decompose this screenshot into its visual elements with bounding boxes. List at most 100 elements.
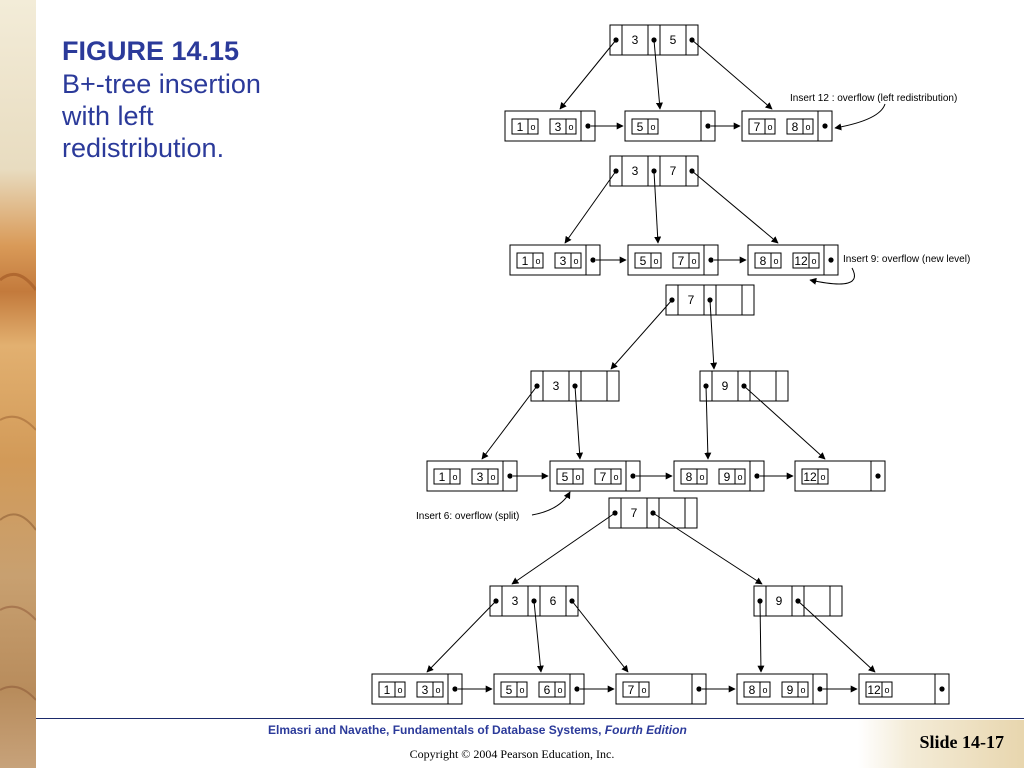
stage2-leaf-3-box — [747, 244, 839, 276]
leaf-ptr-cell — [565, 118, 577, 135]
pointer-dot — [705, 123, 711, 129]
leaf-record-pointer: o — [557, 685, 562, 695]
node-key: 7 — [670, 164, 677, 178]
node-key: 3 — [512, 594, 519, 608]
stage4-root-box — [608, 497, 698, 529]
node-key: 3 — [632, 164, 639, 178]
node-key: 5 — [670, 33, 677, 47]
stage3-internal-right-box — [699, 370, 789, 402]
leaf-record-pointer: o — [773, 256, 778, 266]
leaf-key: 7 — [600, 470, 607, 484]
leaf-key: 6 — [544, 683, 551, 697]
leaf-record-pointer: o — [490, 472, 495, 482]
leaf-record-pointer: o — [884, 685, 889, 695]
tree-pointer-arrow — [653, 170, 662, 244]
leaf-ptr-cell — [554, 681, 566, 698]
tree-pointer-arrow — [709, 299, 718, 370]
node-key: 7 — [631, 506, 638, 520]
tree-pointer-arrow — [559, 39, 617, 110]
leaf-key: 8 — [760, 254, 767, 268]
leaf-ptr-cell — [759, 681, 771, 698]
leaf-key: 8 — [686, 470, 693, 484]
leaf-record-pointer: o — [691, 256, 696, 266]
node-key: 3 — [632, 33, 639, 47]
note-insert-9-arrow — [809, 267, 855, 285]
stage3-internal-left: 3 — [530, 370, 620, 402]
stage3-internal-left-box — [530, 370, 620, 402]
leaf-key: 3 — [477, 470, 484, 484]
footer-divider — [36, 718, 1024, 719]
leaf-ptr-cell — [650, 252, 662, 269]
pointer-dot — [939, 686, 945, 692]
pointer-dot — [630, 473, 636, 479]
leaf-record-pointer: o — [530, 122, 535, 132]
leaf-ptr-cell — [696, 468, 708, 485]
stage1-root-box — [609, 24, 699, 56]
leaf-ptr-cell — [572, 468, 584, 485]
pointer-dot — [875, 473, 881, 479]
stage4-leaf-5-box — [858, 673, 950, 705]
slide-number-badge: Slide 14-17 — [858, 720, 1024, 768]
tree-pointer-arrow — [691, 39, 773, 110]
tree-pointer-arrow — [704, 385, 712, 460]
note-insert-6: Insert 6: overflow (split) — [416, 511, 519, 522]
leaf-ptr-cell — [638, 681, 650, 698]
footer-copyright: Copyright © 2004 Pearson Education, Inc. — [409, 747, 615, 761]
leaf-key: 9 — [787, 683, 794, 697]
leaf-ptr-cell — [532, 252, 544, 269]
figure-label: FIGURE 14.15 — [62, 36, 240, 66]
pointer-dot — [452, 686, 458, 692]
leaf-key: 8 — [749, 683, 756, 697]
leaf-key: 9 — [724, 470, 731, 484]
leaf-key: 12 — [803, 470, 817, 484]
leaf-record-pointer: o — [573, 256, 578, 266]
slide-title: FIGURE 14.15 B+-tree insertion with left… — [62, 34, 352, 164]
leaf-ptr-cell — [527, 118, 539, 135]
leaf-key: 5 — [637, 120, 644, 134]
tree-pointer-arrow — [511, 512, 616, 585]
tree-pointer-arrow — [564, 170, 617, 244]
leaf-record-pointer: o — [653, 256, 658, 266]
tree-pointer-arrow — [757, 600, 765, 673]
leaf-record-pointer: o — [811, 256, 816, 266]
leaf-record-pointer: o — [397, 685, 402, 695]
tree-pointer-arrow — [691, 170, 779, 244]
leaf-record-pointer: o — [641, 685, 646, 695]
leaf-ptr-cell — [487, 468, 499, 485]
leaf-ptr-cell — [516, 681, 528, 698]
leaf-ptr-cell — [688, 252, 700, 269]
node-key: 6 — [550, 594, 557, 608]
leaf-record-pointer: o — [820, 472, 825, 482]
leaf-key: 1 — [439, 470, 446, 484]
leaf-key: 12 — [794, 254, 808, 268]
stage3-leaf-4-box — [794, 460, 886, 492]
leaf-ptr-cell — [394, 681, 406, 698]
leaf-key: 7 — [628, 683, 635, 697]
tree-pointer-arrow — [571, 600, 629, 673]
leaf-key: 1 — [522, 254, 529, 268]
stage3-root-box — [665, 284, 755, 316]
footer-book-credit: Elmasri and Navathe, Fundamentals of Dat… — [268, 723, 687, 737]
note-insert-9: Insert 9: overflow (new level) — [843, 254, 970, 265]
footer-book-title: Elmasri and Navathe, Fundamentals of Dat… — [268, 723, 602, 737]
tree-pointer-arrow — [574, 385, 584, 460]
leaf-record-pointer: o — [575, 472, 580, 482]
note-insert-12: Insert 12 : overflow (left redistributio… — [790, 93, 957, 104]
leaf-record-pointer: o — [519, 685, 524, 695]
node-key: 9 — [776, 594, 783, 608]
leaf-key: 3 — [422, 683, 429, 697]
pointer-dot — [574, 686, 580, 692]
leaf-record-pointer: o — [613, 472, 618, 482]
leaf-record-pointer: o — [568, 122, 573, 132]
leaf-key: 1 — [517, 120, 524, 134]
